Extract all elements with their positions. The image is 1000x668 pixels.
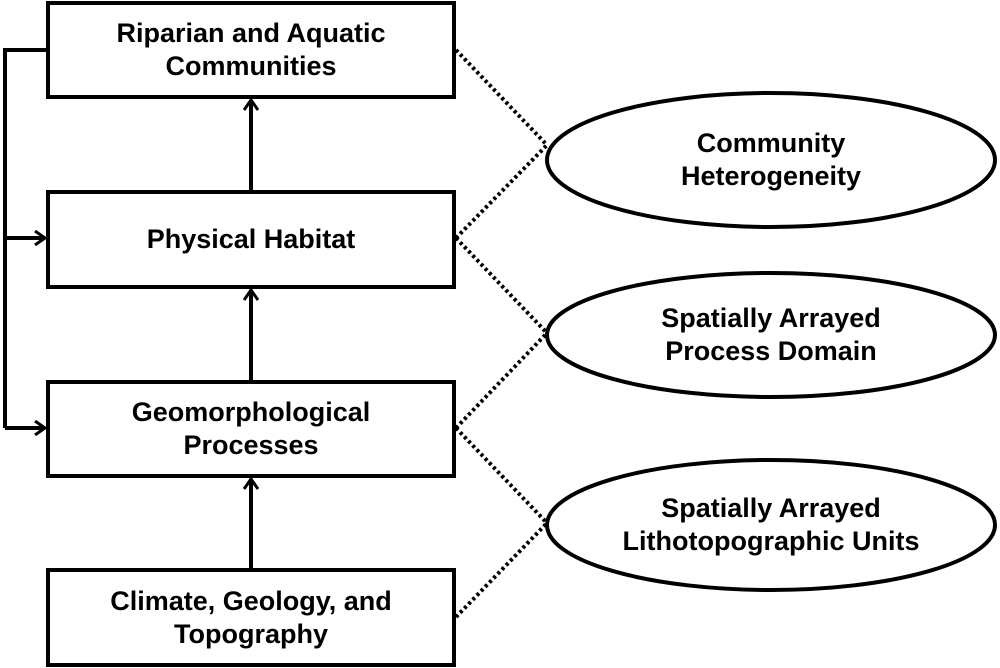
dotted-links: [454, 48, 549, 619]
dotted-link: [454, 426, 549, 525]
ellipse-lithotopographic-units: [545, 458, 997, 592]
label-physical-habitat: Physical Habitat: [48, 192, 454, 287]
label-line: Topography: [174, 618, 328, 649]
feedback-bracket: [3, 48, 48, 428]
label-line: Lithotopographic Units: [622, 526, 920, 556]
label-line: Riparian and Aquatic: [116, 18, 386, 48]
dotted-link: [454, 236, 549, 335]
label-line: Spatially Arrayed: [661, 493, 881, 523]
box-climate-geology-topography: [46, 568, 456, 667]
label-line: Physical Habitat: [146, 224, 356, 254]
dotted-link: [454, 48, 549, 147]
label-line: Processes: [183, 430, 319, 460]
label-line: Process Domain: [665, 336, 877, 366]
dotted-link: [454, 331, 549, 430]
box-physical-habitat: [46, 190, 456, 289]
dotted-link: [454, 521, 549, 619]
ellipse-process-domain: [545, 271, 997, 399]
label-line: Geomorphological: [131, 397, 371, 427]
ellipse-community-heterogeneity: [545, 91, 997, 229]
label-line: Heterogeneity: [680, 161, 862, 191]
label-line: Spatially Arrayed: [661, 303, 881, 333]
label-line: Climate, Geology, and: [110, 585, 392, 616]
label-line: Communities: [165, 51, 337, 81]
label-line: Community: [696, 128, 846, 158]
dotted-link: [454, 143, 549, 240]
